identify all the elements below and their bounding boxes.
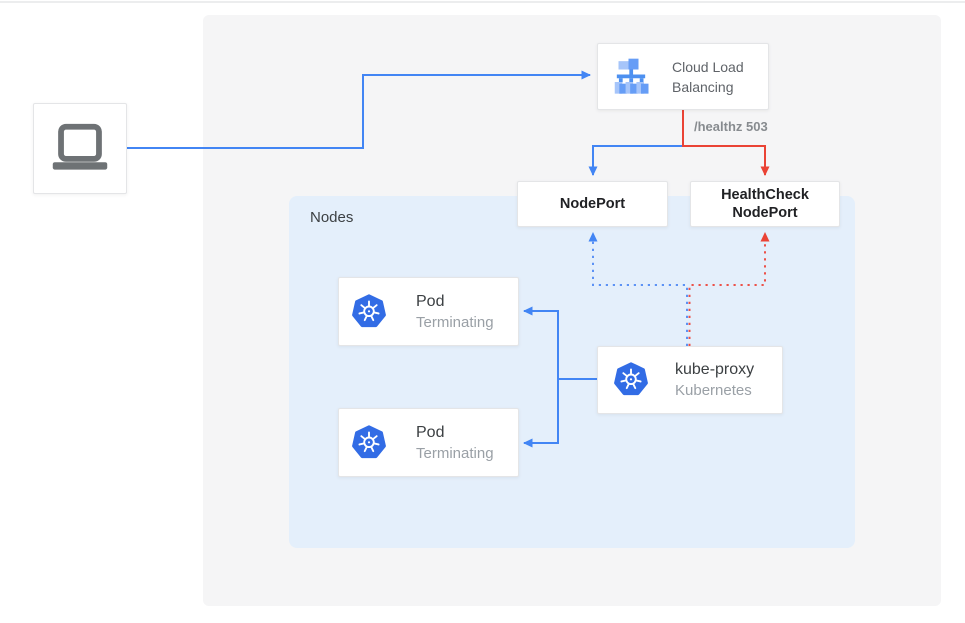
- laptop-icon: [52, 123, 108, 170]
- cloud-load-balancing-icon: [614, 58, 649, 94]
- healthcheck-nodeport-node: HealthCheck NodePort: [690, 181, 840, 227]
- pod-status: Terminating: [416, 313, 494, 331]
- pod-title: Pod: [416, 292, 445, 310]
- healthcheck-to-healthcheck-nodeport-arrow: [682, 110, 770, 176]
- pod-node-1: Pod Terminating: [338, 277, 519, 346]
- healthcheck-nodeport-label-line2: NodePort: [732, 205, 798, 221]
- kubernetes-icon: [352, 424, 386, 458]
- healthz-status-label: /healthz 503: [694, 119, 768, 134]
- top-divider: [0, 1, 965, 3]
- loadbalancer-to-nodeport-arrow: [588, 145, 683, 176]
- nodes-panel-label: Nodes: [310, 209, 354, 226]
- load-balancer-label-line1: Cloud Load: [672, 58, 744, 75]
- pod-status: Terminating: [416, 444, 494, 462]
- pod-node-2: Pod Terminating: [338, 408, 519, 477]
- pod-title: Pod: [416, 423, 445, 441]
- kube-proxy-subtitle: Kubernetes: [675, 382, 752, 399]
- healthcheck-nodeport-label-line1: HealthCheck: [721, 187, 809, 203]
- kube-proxy-title: kube-proxy: [675, 361, 755, 378]
- kubernetes-icon: [614, 362, 648, 396]
- kubernetes-icon: [352, 293, 386, 327]
- load-balancer-label-line2: Balancing: [672, 78, 734, 95]
- nodeport-node: NodePort: [517, 181, 668, 227]
- nodeport-label: NodePort: [559, 196, 626, 212]
- client-to-loadbalancer-arrow: [127, 70, 591, 149]
- kube-proxy-to-nodeport-dotted-arrow: [588, 232, 688, 346]
- kube-proxy-to-pod1-arrow: [523, 306, 597, 380]
- kube-proxy-to-pod2-arrow: [523, 378, 559, 448]
- kube-proxy-node: kube-proxy Kubernetes: [597, 346, 783, 414]
- client-node: [33, 103, 127, 194]
- kube-proxy-to-healthcheck-nodeport-dotted-arrow: [688, 232, 770, 346]
- cloud-load-balancing-node: Cloud Load Balancing: [597, 43, 769, 110]
